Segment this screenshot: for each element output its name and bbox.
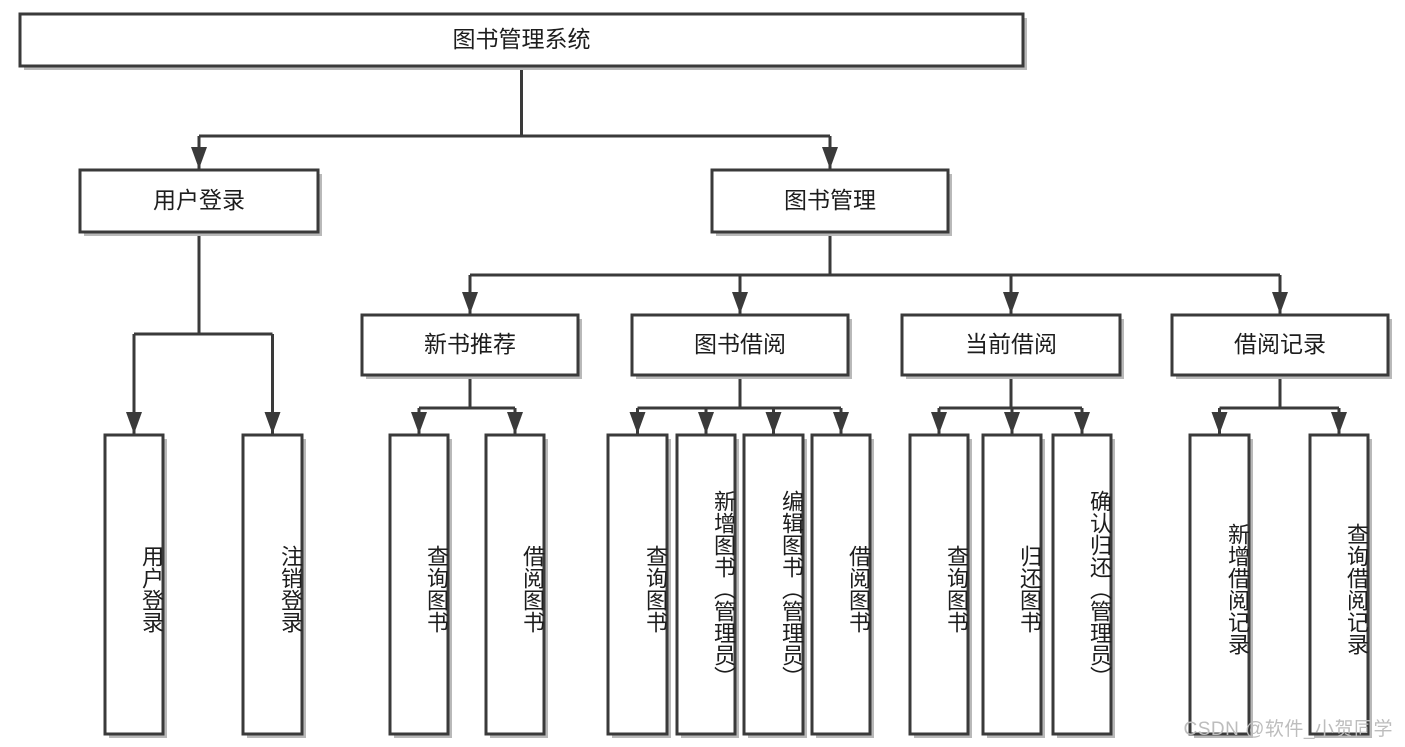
arrow-head-icon-root-book-manage <box>822 147 838 169</box>
arrow-head-icon-new-book-rec <box>462 292 478 314</box>
node-leaf-query-book-1[interactable] <box>388 433 450 736</box>
arrow-head-icon-leaf-add-record <box>1211 412 1228 434</box>
node-leaf-add-record[interactable] <box>1188 433 1251 736</box>
node-new-book-rec-label: 新书推荐 <box>424 331 516 357</box>
arrow-head-icon-leaf-borrow-book-2 <box>833 412 849 434</box>
arrow-head-icon-root-user-login <box>191 147 207 169</box>
arrow-head-icon-leaf-add-book <box>698 412 714 434</box>
arrow-head-icon-leaf-query-book-1 <box>411 412 427 434</box>
node-leaf-query-book-2[interactable] <box>606 433 669 736</box>
node-user-login-label: 用户登录 <box>153 187 245 213</box>
node-book-borrow[interactable] <box>630 313 850 377</box>
arrow-head-icon-leaf-confirm-return <box>1074 412 1090 434</box>
node-leaf-add-book[interactable] <box>675 433 737 736</box>
arrow-head-icon-leaf-query-record <box>1331 412 1347 434</box>
node-root-图书管理系统[interactable] <box>18 12 1025 68</box>
arrow-head-icon-borrow-record <box>1272 292 1288 314</box>
node-borrow-record[interactable] <box>1170 313 1390 377</box>
arrow-head-icon-leaf-borrow-book-1 <box>507 412 523 434</box>
node-leaf-user-login[interactable] <box>103 433 165 736</box>
node-current-borrow-label: 当前借阅 <box>965 331 1057 357</box>
arrow-head-icon-leaf-user-logout <box>264 412 281 434</box>
node-current-borrow[interactable] <box>900 313 1122 377</box>
node-book-borrow-label: 图书借阅 <box>694 331 786 357</box>
arrow-head-icon-leaf-query-book-2 <box>629 412 646 434</box>
node-leaf-edit-book[interactable] <box>742 433 805 736</box>
node-leaf-user-logout[interactable] <box>241 433 304 736</box>
arrow-head-icon-leaf-return-book <box>1004 412 1020 434</box>
node-leaf-confirm-return[interactable] <box>1051 433 1113 736</box>
watermark-text: CSDN @软件_小贺同学 <box>1183 719 1393 740</box>
arrow-head-icon-book-borrow <box>732 292 748 314</box>
node-new-book-rec[interactable] <box>360 313 580 377</box>
node-leaf-query-record[interactable] <box>1308 433 1370 736</box>
node-leaf-query-book-3[interactable] <box>908 433 970 736</box>
node-user-login[interactable] <box>78 168 320 234</box>
arrow-head-icon-current-borrow <box>1003 292 1019 314</box>
node-borrow-record-label: 借阅记录 <box>1234 331 1326 357</box>
arrow-head-icon-leaf-user-login <box>126 412 142 434</box>
arrow-head-icon-leaf-query-book-3 <box>931 412 947 434</box>
arrow-head-icon-leaf-edit-book <box>765 412 782 434</box>
connectors-layer <box>126 66 1347 434</box>
node-leaf-borrow-book-1[interactable] <box>484 433 546 736</box>
node-root-图书管理系统-label: 图书管理系统 <box>453 26 591 52</box>
node-leaf-return-book[interactable] <box>981 433 1043 736</box>
node-book-manage-label: 图书管理 <box>784 187 876 213</box>
node-book-manage[interactable] <box>710 168 950 234</box>
node-leaf-borrow-book-2[interactable] <box>810 433 872 736</box>
